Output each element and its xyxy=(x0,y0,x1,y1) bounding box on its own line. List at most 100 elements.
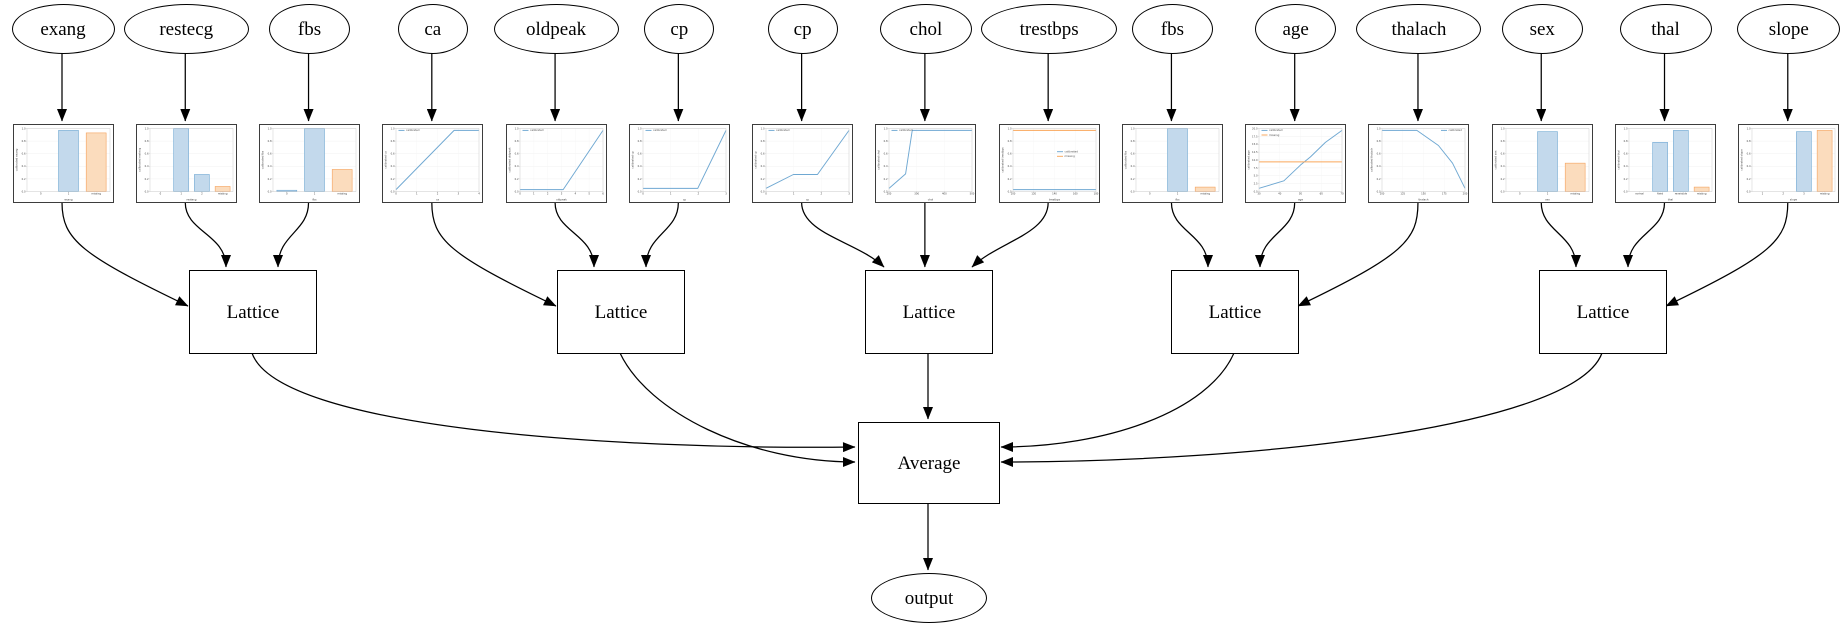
svg-text:0.2: 0.2 xyxy=(884,177,888,181)
svg-text:4: 4 xyxy=(574,192,576,196)
svg-text:calibrated thal: calibrated thal xyxy=(1617,150,1621,170)
svg-text:calibrated: calibrated xyxy=(776,128,790,132)
feature-node-oldpeak-4: oldpeak xyxy=(493,4,619,54)
lattice-node-1: Lattice xyxy=(189,270,317,354)
svg-text:0.8: 0.8 xyxy=(1007,139,1011,143)
svg-text:missing: missing xyxy=(1200,192,1210,196)
svg-text:0.0: 0.0 xyxy=(268,189,272,193)
svg-text:0.2: 0.2 xyxy=(144,177,148,181)
edge-path xyxy=(554,202,599,268)
feature-node-exang-0: exang xyxy=(11,4,115,54)
svg-text:0.6: 0.6 xyxy=(884,152,888,156)
svg-text:125: 125 xyxy=(1401,192,1406,196)
svg-text:0.6: 0.6 xyxy=(1007,152,1011,156)
svg-text:10.0: 10.0 xyxy=(1252,158,1258,162)
svg-text:0.4: 0.4 xyxy=(1747,164,1751,168)
edge-path xyxy=(1540,202,1581,268)
feature-label: age xyxy=(1282,18,1309,40)
svg-text:1.0: 1.0 xyxy=(884,126,888,130)
edge-path xyxy=(1000,352,1603,467)
svg-text:70: 70 xyxy=(1341,192,1345,196)
edge-path xyxy=(641,202,679,268)
svg-text:0.4: 0.4 xyxy=(21,164,25,168)
svg-text:0.8: 0.8 xyxy=(391,139,395,143)
svg-text:3: 3 xyxy=(848,192,850,196)
feature-node-sex-12: sex xyxy=(1501,4,1583,54)
svg-text:0.0: 0.0 xyxy=(514,189,518,193)
svg-text:3: 3 xyxy=(725,192,727,196)
feature-label: oldpeak xyxy=(526,18,587,40)
edge-path xyxy=(800,202,885,268)
lattice-node-3: Lattice xyxy=(865,270,993,354)
svg-text:0.8: 0.8 xyxy=(1377,139,1381,143)
svg-text:trestbps: trestbps xyxy=(1049,198,1061,202)
svg-text:1: 1 xyxy=(416,192,418,196)
svg-text:0: 0 xyxy=(396,192,398,196)
svg-text:0.0: 0.0 xyxy=(637,189,641,193)
svg-text:calibrated age: calibrated age xyxy=(1247,150,1251,170)
svg-text:300: 300 xyxy=(915,192,920,196)
svg-text:1.0: 1.0 xyxy=(1377,126,1381,130)
svg-text:missing: missing xyxy=(1064,154,1075,158)
svg-text:calibrated: calibrated xyxy=(530,128,544,132)
svg-text:0: 0 xyxy=(642,192,644,196)
svg-text:2: 2 xyxy=(546,192,548,196)
svg-text:calibrated: calibrated xyxy=(899,128,913,132)
svg-text:calibrated fbs: calibrated fbs xyxy=(261,150,265,169)
svg-text:1.0: 1.0 xyxy=(514,126,518,130)
svg-text:500: 500 xyxy=(970,192,975,196)
output-node: output xyxy=(871,573,987,623)
svg-text:age: age xyxy=(1298,198,1303,202)
average-label: Average xyxy=(897,452,961,474)
svg-text:0.0: 0.0 xyxy=(761,189,765,193)
output-label: output xyxy=(904,587,954,609)
edge-path xyxy=(1000,352,1235,452)
feature-node-trestbps-8: trestbps xyxy=(981,4,1118,54)
feature-node-age-10: age xyxy=(1255,4,1337,54)
svg-text:calibrated: calibrated xyxy=(406,128,420,132)
svg-text:3: 3 xyxy=(560,192,562,196)
feature-label: trestbps xyxy=(1019,18,1079,40)
svg-text:missing: missing xyxy=(1269,133,1280,137)
edge-path xyxy=(971,202,1049,268)
svg-text:0.8: 0.8 xyxy=(637,139,641,143)
svg-text:0.0: 0.0 xyxy=(1254,189,1258,193)
lattice-label: Lattice xyxy=(1576,301,1630,323)
svg-text:0.4: 0.4 xyxy=(514,164,518,168)
svg-text:calibrated ca: calibrated ca xyxy=(384,151,388,169)
edge-path xyxy=(61,202,189,307)
svg-text:ca: ca xyxy=(436,198,439,202)
feature-label: ca xyxy=(424,18,442,40)
svg-text:0.8: 0.8 xyxy=(761,139,765,143)
feature-node-cp-6: cp xyxy=(767,4,838,54)
svg-text:0.4: 0.4 xyxy=(1007,164,1011,168)
svg-text:0.2: 0.2 xyxy=(268,177,272,181)
svg-text:missing: missing xyxy=(91,192,101,196)
feature-label: restecg xyxy=(159,18,214,40)
svg-text:0: 0 xyxy=(286,192,288,196)
svg-text:4: 4 xyxy=(479,192,481,196)
svg-text:0.4: 0.4 xyxy=(391,164,395,168)
svg-text:1: 1 xyxy=(793,192,795,196)
feature-label: slope xyxy=(1768,18,1809,40)
svg-text:calibrated chol: calibrated chol xyxy=(877,150,881,170)
feature-node-slope-14: slope xyxy=(1737,4,1840,54)
svg-text:missing: missing xyxy=(1820,192,1830,196)
svg-text:2: 2 xyxy=(437,192,439,196)
svg-text:1.0: 1.0 xyxy=(1747,126,1751,130)
svg-text:calibrated cp: calibrated cp xyxy=(754,151,758,169)
svg-text:calibrated restecg: calibrated restecg xyxy=(137,148,141,173)
svg-text:1: 1 xyxy=(1177,192,1179,196)
svg-text:0.0: 0.0 xyxy=(1007,189,1011,193)
edge-path xyxy=(619,352,856,467)
feature-node-ca-3: ca xyxy=(397,4,468,54)
svg-text:calibrated: calibrated xyxy=(653,128,667,132)
